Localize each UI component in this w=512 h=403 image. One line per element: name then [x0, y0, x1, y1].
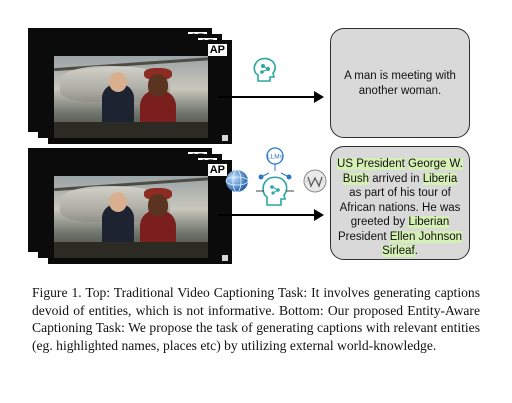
caption-text-segment: .	[414, 245, 418, 257]
entity-aware-caption: US President George W. Bush arrived in L…	[337, 158, 463, 257]
caption-text-segment: arrived in	[369, 172, 423, 185]
ap-logo: AP	[207, 44, 227, 56]
entity-highlight: Ellen Johnson Sirleaf	[382, 230, 463, 257]
figure-caption: Figure 1. Top: Traditional Video Caption…	[32, 285, 480, 353]
wikipedia-icon	[303, 169, 327, 193]
caption-box-entity-aware: US President George W. Bush arrived in L…	[330, 146, 470, 260]
brain-head-icon	[253, 57, 276, 82]
llm-label: LLMs	[267, 154, 284, 161]
top-arrow	[218, 91, 324, 103]
caption-box-traditional: A man is meeting with another woman.	[330, 28, 470, 138]
entity-highlight: Liberian	[408, 216, 450, 228]
traditional-caption: A man is meeting with another woman.	[344, 70, 456, 97]
ap-corner-mark	[222, 135, 228, 141]
caption-text-segment: as part of his tour of African nations. …	[339, 187, 461, 228]
figure-1: AP AP AP AP AP AP A man is meeting with …	[28, 28, 470, 264]
entity-highlight: Liberia	[422, 172, 458, 185]
llm-head-icon: LLMs	[256, 147, 294, 206]
caption-text-segment: President	[337, 230, 390, 243]
ap-corner-mark	[222, 255, 228, 261]
entity-highlight: US President	[337, 158, 405, 170]
bottom-video-scene	[54, 176, 208, 258]
globe-icon	[225, 169, 249, 193]
bottom-arrow	[218, 209, 324, 221]
top-video-scene	[54, 56, 208, 138]
ap-logo: AP	[207, 164, 227, 176]
